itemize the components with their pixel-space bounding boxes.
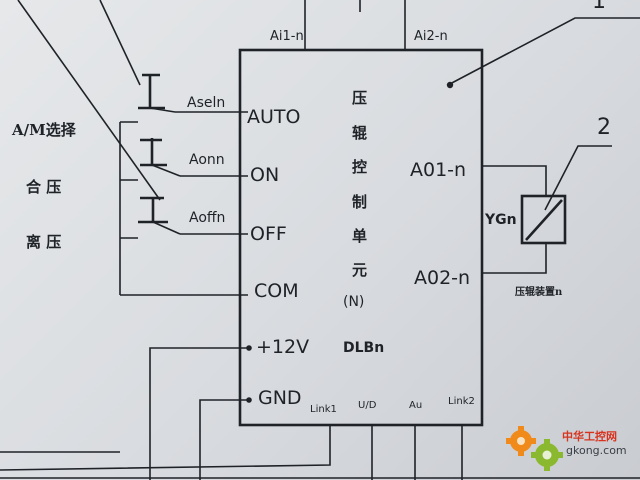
- pin-ai1: Ai1-n: [270, 29, 304, 44]
- label-lift: 离 压: [26, 233, 61, 251]
- watermark-url: gkong.com: [566, 444, 627, 457]
- label-mode-select: A/M选择: [11, 121, 77, 139]
- node-gnd: [246, 397, 252, 403]
- label-close: 合 压: [25, 178, 61, 196]
- gear-icon-orange: [506, 426, 536, 456]
- wire-a02: [482, 243, 547, 274]
- label-coil-caption: 压辊装置n: [515, 285, 563, 298]
- node-12v: [246, 345, 252, 351]
- unit-sub-label: (N): [343, 294, 364, 310]
- link1-wire: [0, 425, 331, 471]
- title-char-4: 制: [352, 193, 367, 211]
- pin-off: OFF: [250, 223, 287, 245]
- wire-12v: [149, 347, 248, 480]
- pin-a01: A01-n: [410, 159, 466, 181]
- callout-dot-1: [446, 81, 454, 89]
- callout-leader-1: [447, 17, 640, 86]
- pin-gnd: GND: [258, 387, 302, 409]
- diagonal-line-2: [99, 0, 141, 86]
- title-char-1: 压: [352, 89, 367, 107]
- switch-off: [138, 196, 248, 235]
- switch-auto: [138, 73, 248, 113]
- label-aoffn: Aoffn: [189, 210, 225, 226]
- pin-on: ON: [250, 164, 279, 186]
- watermark-cn: 中华工控网: [562, 429, 617, 443]
- unit-code: DLBn: [343, 340, 384, 356]
- pin-au: Au: [409, 400, 422, 411]
- pin-com: COM: [254, 280, 299, 302]
- pin-12v: +12V: [256, 336, 309, 358]
- pin-auto: AUTO: [247, 106, 300, 128]
- diagonal-line-1: [17, 0, 161, 201]
- coil-ygn: [520, 194, 567, 245]
- wire-a01: [482, 165, 547, 196]
- wire-gnd: [199, 399, 248, 480]
- pin-a02: A02-n: [414, 267, 470, 289]
- gear-icon-green: [531, 439, 563, 471]
- control-unit-box: [238, 48, 484, 427]
- title-char-6: 元: [352, 261, 367, 279]
- pin-ud: U/D: [358, 400, 377, 411]
- callout-label-1: 1: [592, 0, 606, 14]
- label-ygn: YGn: [484, 212, 517, 228]
- pin-link2: Link2: [448, 396, 475, 407]
- switch-on: [140, 138, 248, 177]
- title-char-5: 单: [352, 227, 367, 245]
- label-aonn: Aonn: [189, 152, 225, 168]
- watermark: 中华工控网 gkong.com: [506, 426, 627, 471]
- pin-link1: Link1: [310, 404, 337, 415]
- pin-ai2: Ai2-n: [414, 29, 448, 44]
- label-aseln: Aseln: [187, 95, 225, 111]
- callout-leader-2: [544, 145, 612, 211]
- callout-label-2: 2: [597, 115, 611, 140]
- title-char-2: 辊: [352, 124, 367, 142]
- title-char-3: 控: [352, 158, 367, 176]
